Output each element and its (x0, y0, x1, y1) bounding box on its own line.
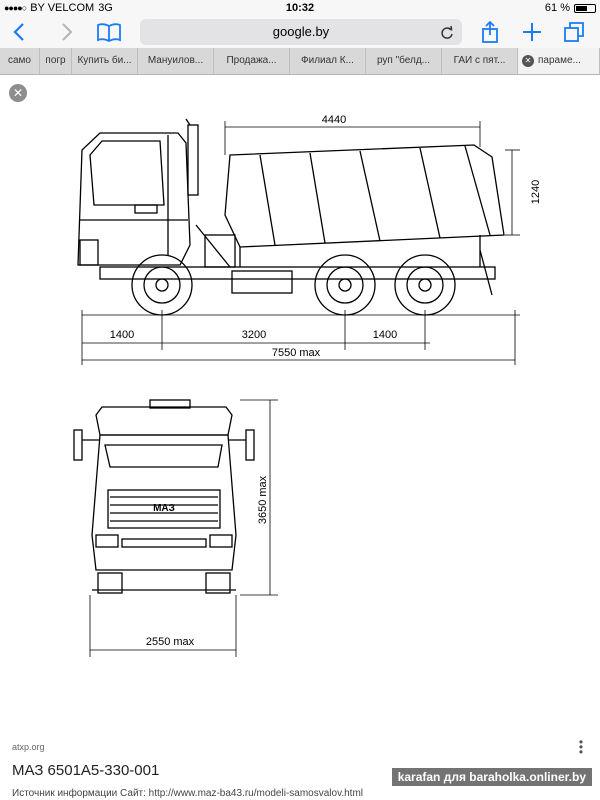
share-icon[interactable] (478, 20, 502, 44)
dim-width: 2550 max (146, 636, 195, 648)
tab-6[interactable]: руп "белд... (366, 48, 442, 74)
source-text: Источник информации Сайт: http://www.maz… (12, 788, 363, 799)
result-domain[interactable]: atxp.org (12, 742, 45, 752)
chevron-right-icon[interactable] (54, 20, 78, 44)
more-options-icon[interactable]: ••• (578, 735, 584, 759)
tabs-icon[interactable] (562, 20, 586, 44)
chevron-left-icon[interactable] (8, 20, 32, 44)
network-type: 3G (98, 2, 113, 14)
watermark: karafan для baraholka.onliner.by (391, 768, 592, 786)
dim-total-length: 7550 max (272, 347, 321, 359)
tab-5[interactable]: Филиал К... (290, 48, 366, 74)
clock: 10:32 (285, 2, 315, 14)
status-right: 61 % (545, 2, 596, 14)
close-icon[interactable]: ✕ (9, 84, 27, 102)
dim-rear-axle: 1400 (373, 329, 397, 341)
tab-3[interactable]: Мануилов... (138, 48, 214, 74)
tab-1[interactable]: погр (40, 48, 72, 74)
tab-strip: само погр Купить би... Мануилов... Прода… (0, 48, 600, 75)
book-icon[interactable] (96, 20, 121, 44)
dim-wheelbase: 3200 (242, 329, 266, 341)
reload-icon[interactable] (440, 19, 454, 53)
battery-percent: 61 % (544, 2, 570, 14)
close-tab-icon[interactable]: ✕ (522, 55, 534, 67)
battery-icon (574, 3, 596, 13)
url-text: google.by (272, 24, 330, 39)
signal-icon: ●●●●○ (4, 3, 27, 13)
dim-body-length: 4440 (322, 114, 346, 126)
address-bar[interactable]: google.by (140, 19, 462, 45)
dim-front-overhang: 1400 (110, 329, 134, 341)
status-bar: ●●●●○ BY VELCOM 3G 10:32 61 % (0, 0, 600, 16)
front-cab-outline (91, 434, 237, 571)
tab-2[interactable]: Купить би... (72, 48, 138, 74)
tab-7[interactable]: ГАИ с пят... (442, 48, 518, 74)
tab-active[interactable]: ✕ параме... (518, 48, 600, 74)
image-title[interactable]: МАЗ 6501А5-330-001 (12, 762, 160, 779)
tab-4[interactable]: Продажа... (214, 48, 290, 74)
dump-body-outline (224, 144, 505, 248)
status-left: ●●●●○ BY VELCOM 3G (4, 2, 113, 14)
carrier-name: BY VELCOM (30, 2, 95, 14)
browser-toolbar: google.by (0, 16, 600, 48)
brand-emblem: МАЗ (153, 503, 175, 514)
dim-body-height: 1240 (530, 180, 542, 204)
tab-0[interactable]: само (0, 48, 40, 74)
truck-drawing: 4440 1240 1400 3200 1400 7550 max (73, 114, 542, 657)
plus-icon[interactable] (520, 20, 544, 44)
cab-outline (77, 132, 191, 266)
image-viewer: ✕ (0, 75, 600, 800)
dim-height: 3650 max (257, 475, 269, 524)
